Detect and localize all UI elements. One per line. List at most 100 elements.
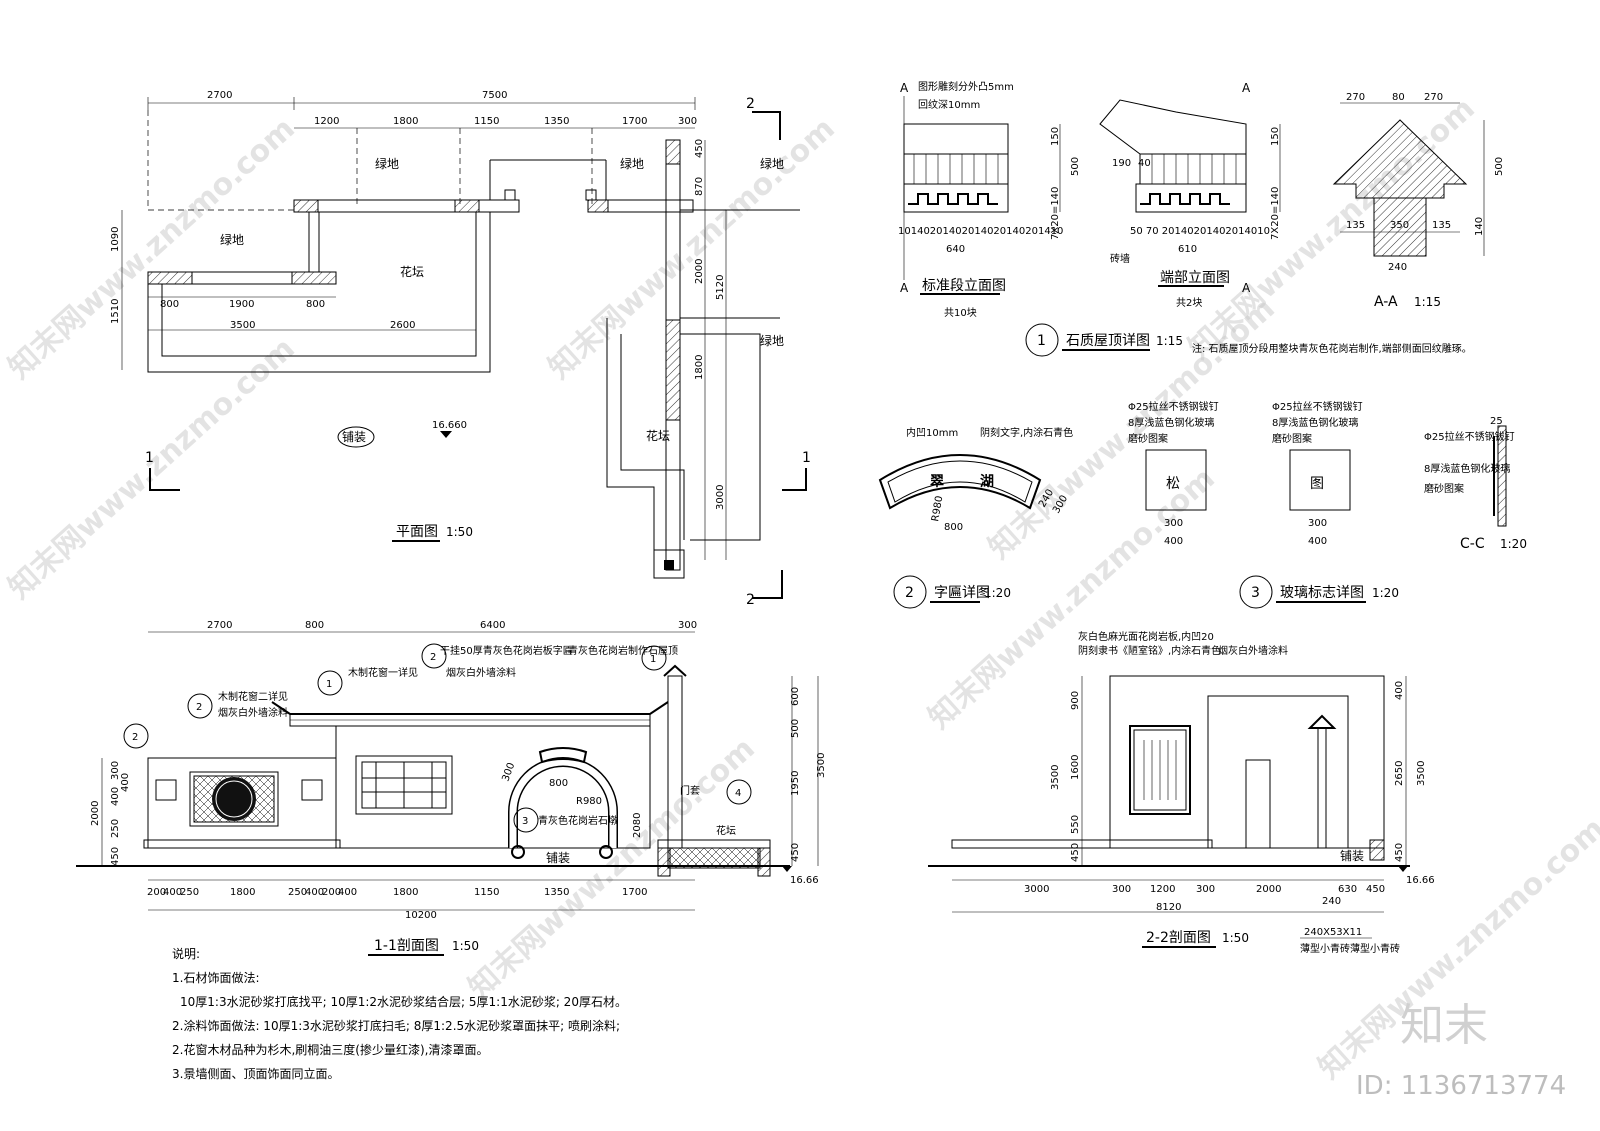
- svg-text:1: 1: [1037, 333, 1046, 349]
- s11-elev: 16.66: [790, 875, 819, 886]
- s22-callout: 烟灰白外墙涂料: [1218, 644, 1288, 657]
- d1-end-title: 端部立面图: [1160, 270, 1230, 286]
- plan-dim-right: 5120: [715, 275, 726, 300]
- plan-dim-top2: 300: [678, 116, 697, 127]
- d2-scale: 1:20: [984, 586, 1011, 600]
- notes: 说明: 1.石材饰面做法: 10厚1:3水泥砂浆打底找平; 10厚1:2水泥砂浆…: [172, 946, 627, 1081]
- section-mark: 2: [746, 592, 755, 608]
- d1-aa-title: A-A: [1374, 294, 1398, 310]
- d1-side-dim: 7X20=140: [1270, 187, 1281, 240]
- d1-side-dim: 7X20=140: [1050, 187, 1061, 240]
- d1-end-dims: 50 70 20140201402014010: [1130, 226, 1270, 237]
- s22-dim-bottom: 630: [1338, 884, 1357, 895]
- s11-dim-left: 250: [110, 819, 121, 838]
- d1-end-count: 共2块: [1176, 297, 1202, 309]
- plan-dim-bottom: 2600: [390, 320, 415, 331]
- d2-char: 湖: [980, 474, 994, 490]
- plan-dim-bottom: 800: [306, 299, 325, 310]
- d1-wall: 砖墙: [1110, 252, 1130, 265]
- s11-dim-top: 6400: [480, 620, 505, 631]
- d3-callout: Φ25拉丝不锈钢钹钉: [1424, 430, 1515, 443]
- d1-inner-dim: 40: [1138, 158, 1151, 169]
- plan-label-flowerbed: 花坛: [646, 428, 670, 443]
- plan-dim-bottom: 800: [160, 299, 179, 310]
- d1-side-dim: 150: [1050, 127, 1061, 146]
- svg-text:A: A: [900, 81, 909, 95]
- d1-callout: 回纹深10mm: [918, 98, 980, 111]
- s22-dim-left: 1600: [1070, 755, 1081, 780]
- d1-std-width: 640: [946, 244, 965, 255]
- notes-heading: 说明:: [172, 946, 200, 961]
- plan-dim-right: 870: [694, 177, 705, 196]
- plan-label-flowerbed: 花坛: [400, 264, 424, 279]
- plan-dim-top: 2700: [207, 90, 232, 101]
- s22-dim-left: 900: [1070, 691, 1081, 710]
- plan-label-paving: 铺装: [342, 430, 366, 444]
- notes-item: 3.景墙侧面、顶面饰面同立面。: [172, 1066, 339, 1081]
- watermark-logo: 知末: [1400, 1000, 1488, 1051]
- section-mark: 1: [802, 450, 811, 466]
- d2-dim: R980: [930, 495, 945, 523]
- s11-dim-bottom: 1150: [474, 887, 499, 898]
- d3-title: 玻璃标志详图: [1280, 584, 1364, 601]
- notes-item: 2.涂料饰面做法: 10厚1:3水泥砂浆打底扫毛; 8厚1:2.5水泥砂浆罩面抹…: [172, 1018, 620, 1033]
- plan-dim-top2: 1700: [622, 116, 647, 127]
- s22-dim-right: 2650: [1394, 761, 1405, 786]
- d3-cc-scale: 1:20: [1500, 537, 1527, 551]
- plan-dim-top2: 1800: [393, 116, 418, 127]
- plan-label-green: 绿地: [760, 333, 784, 348]
- s22-dim-right: 400: [1394, 681, 1405, 700]
- svg-text:4: 4: [735, 788, 741, 799]
- svg-text:2: 2: [905, 585, 914, 601]
- svg-text:1: 1: [650, 654, 656, 665]
- d3-dim: 400: [1164, 536, 1183, 547]
- s11-scale: 1:50: [452, 939, 479, 953]
- s11-dim-left: 2000: [90, 801, 101, 826]
- s11-dim-right: 500: [790, 719, 801, 738]
- plan-view: 2700 7500 1200 1800 1150 1350 1700 300: [110, 90, 811, 608]
- d1-aa-top: 270: [1346, 92, 1365, 103]
- s11-callout: 烟灰白外墙涂料: [218, 706, 288, 719]
- s11-arch-dim: 800: [549, 778, 568, 789]
- d3-dim: 400: [1308, 536, 1327, 547]
- s11-dim-bottom: 1800: [393, 887, 418, 898]
- d3-callout: Φ25拉丝不锈钢钹钉: [1128, 400, 1219, 413]
- d1-aa-scale: 1:15: [1414, 295, 1441, 309]
- s11-dim-left: 400: [120, 773, 131, 792]
- d1-aa-side: 140: [1474, 217, 1485, 236]
- s22-callout: 铺装: [1340, 849, 1364, 863]
- d1-end-width: 610: [1178, 244, 1197, 255]
- s22-elev: 16.66: [1406, 875, 1435, 886]
- s22-dim-bottom: 1200: [1150, 884, 1175, 895]
- svg-text:2: 2: [196, 702, 202, 713]
- s11-dim-bottom: 250: [180, 887, 199, 898]
- d1-std-title: 标准段立面图: [922, 278, 1006, 294]
- plan-dim-bottom: 3500: [230, 320, 255, 331]
- s11-arch-dim: 300: [500, 761, 517, 783]
- s11-total: 10200: [405, 910, 437, 921]
- s22-dim-left: 550: [1070, 815, 1081, 834]
- svg-text:2: 2: [132, 732, 138, 743]
- d3-dim: 300: [1308, 518, 1327, 529]
- s11-callout: 青灰色花岗岩制作石屋顶: [568, 644, 678, 657]
- detail-1-stone-roof: A A 图形雕刻分外凸5mm 回纹深10mm 10140201402014020…: [898, 80, 1505, 357]
- d1-callout: 图形雕刻分外凸5mm: [918, 80, 1014, 93]
- s22-title: 2-2剖面图: [1146, 930, 1211, 946]
- plan-dim-left: 1090: [110, 227, 121, 252]
- d3-cc-dim: 25: [1490, 416, 1503, 427]
- s22-total: 8120: [1156, 902, 1181, 913]
- s11-dim-right: 3500: [816, 753, 827, 778]
- plan-label-green: 绿地: [375, 156, 399, 171]
- section-mark: 1: [145, 450, 154, 466]
- s11-dim-left: 400: [110, 787, 121, 806]
- s11-callout: 木制花窗一详见: [348, 666, 418, 679]
- notes-item: 2.花窗木材品种为杉木,刷桐油三度(掺少量红漆),清漆罩面。: [172, 1042, 488, 1057]
- s22-brick-note: 薄型小青砖薄型小青砖: [1300, 942, 1400, 955]
- section-mark: 2: [746, 96, 755, 112]
- notes-item: 10厚1:3水泥砂浆打底找平; 10厚1:2水泥砂浆结合层; 5厚1:1水泥砂浆…: [180, 994, 627, 1009]
- d1-inner-dim: 190: [1112, 158, 1131, 169]
- d1-scale: 1:15: [1156, 334, 1183, 348]
- svg-text:1: 1: [326, 679, 332, 690]
- s22-dim-bottom: 3000: [1024, 884, 1049, 895]
